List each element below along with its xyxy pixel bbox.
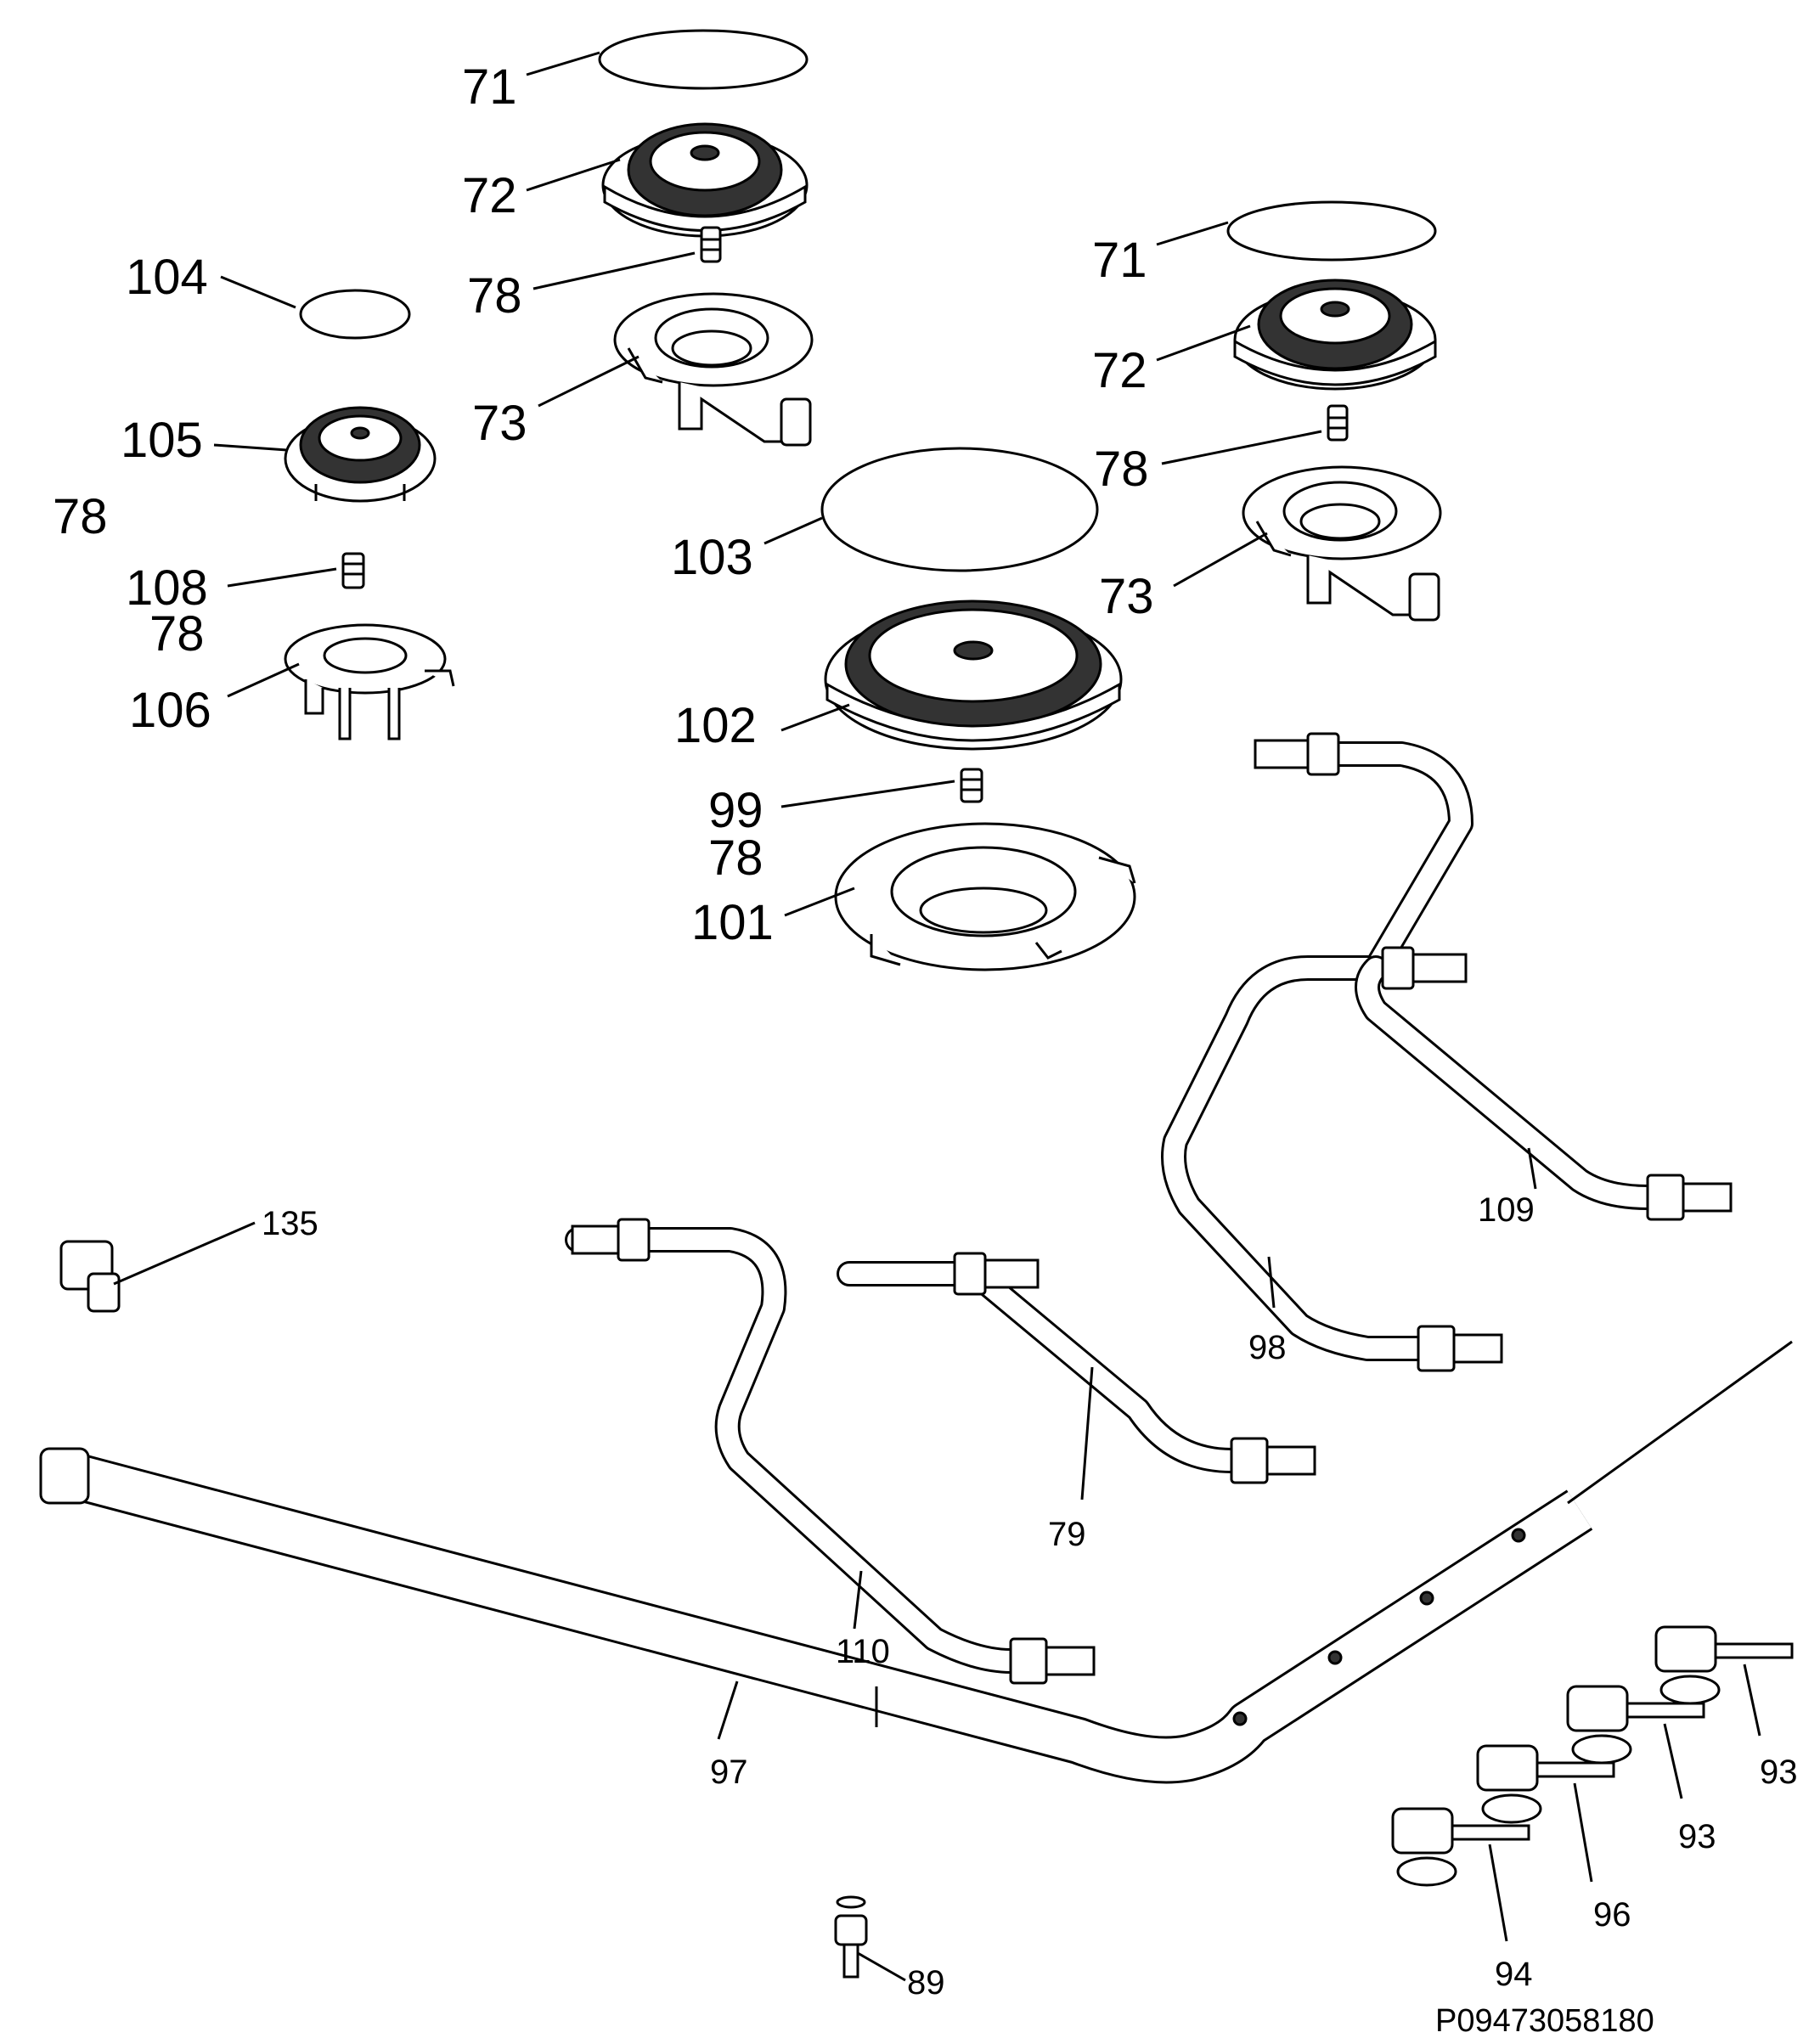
gas-fitting-135	[59, 1221, 256, 1313]
gas-pipe-79	[837, 1252, 1316, 1500]
burner-crown-72-right	[1156, 279, 1437, 391]
label-73-top: 73	[472, 396, 527, 451]
label-104: 104	[126, 250, 208, 305]
gas-pipe-109	[1161, 732, 1733, 1372]
label-135: 135	[262, 1205, 318, 1242]
label-78-top: 78	[467, 268, 522, 324]
injector-108	[227, 552, 365, 589]
burner-base-106	[227, 623, 455, 740]
label-71-top: 71	[462, 59, 517, 115]
label-78-right: 78	[1094, 442, 1149, 497]
gas-pipe-110	[565, 1218, 1096, 1685]
label-106: 106	[129, 683, 211, 738]
burner-cap-71-top	[526, 29, 809, 90]
label-98: 98	[1248, 1329, 1287, 1366]
burner-cap-71-right	[1156, 200, 1437, 262]
label-93-a: 93	[1760, 1754, 1798, 1791]
burner-crown-102	[780, 600, 1123, 751]
injector-78-right	[1161, 404, 1349, 465]
connector-89	[834, 1895, 906, 1982]
label-73-right: 73	[1099, 569, 1154, 624]
label-101: 101	[691, 895, 774, 950]
label-103: 103	[671, 530, 753, 585]
label-72-right: 72	[1092, 343, 1147, 398]
label-93-b: 93	[1678, 1818, 1716, 1855]
label-110: 110	[836, 1633, 890, 1670]
valve-94	[1391, 1807, 1530, 1942]
label-109: 109	[1478, 1191, 1535, 1229]
injector-78-top	[532, 226, 722, 290]
burner-base-73-top	[538, 292, 814, 447]
burner-cap-104	[220, 275, 411, 340]
label-99: 99	[708, 783, 763, 838]
label-79: 79	[1048, 1516, 1086, 1553]
burner-base-101	[784, 822, 1136, 971]
label-97: 97	[710, 1754, 748, 1791]
burner-cap-103	[763, 447, 1099, 572]
label-89: 89	[907, 1964, 945, 2001]
burner-crown-72-top	[526, 122, 809, 238]
label-94: 94	[1495, 1956, 1533, 1993]
burner-base-73-right	[1173, 465, 1442, 622]
label-72-top: 72	[462, 168, 517, 223]
callout-labels: 71 72 78 73 104 105 78 108 78 106 71 72 …	[53, 59, 1798, 2038]
valve-93-a	[1654, 1625, 1794, 1737]
label-108: 108	[126, 560, 208, 616]
label-78-left-2: 78	[149, 606, 205, 662]
reference-code: P09473058180	[1435, 2003, 1654, 2038]
label-102: 102	[674, 698, 757, 753]
burner-crown-105	[213, 406, 437, 503]
gas-pipe-97	[39, 1340, 1793, 1784]
label-96: 96	[1593, 1896, 1631, 1934]
label-71-right: 71	[1092, 233, 1147, 288]
injector-99	[780, 768, 983, 808]
label-105: 105	[121, 413, 203, 468]
valve-93-b	[1566, 1685, 1705, 1799]
label-78-left: 78	[53, 489, 108, 544]
label-78-center: 78	[708, 830, 763, 886]
valve-96	[1476, 1744, 1615, 1883]
